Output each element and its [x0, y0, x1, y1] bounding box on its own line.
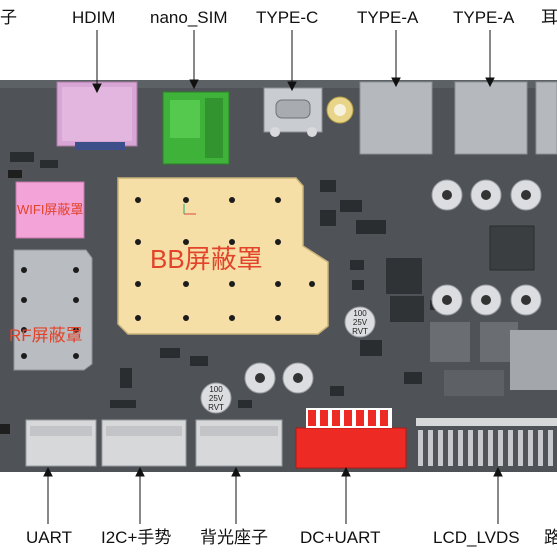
dc-uart-connector	[295, 408, 407, 469]
label-hdim: HDIM	[72, 8, 116, 27]
capacitor	[244, 362, 276, 394]
capacitor-marking: RVT	[208, 403, 224, 412]
bb-shield-label: BB屏蔽罩	[150, 244, 263, 274]
lcd-lvds-connector	[416, 418, 557, 466]
type-c-connector	[263, 87, 323, 137]
capacitor-marking: 25V	[353, 318, 368, 327]
inductor	[430, 322, 470, 362]
bb-shield-holes	[135, 197, 315, 321]
nano-sim-holder	[162, 91, 230, 165]
capacitor	[470, 179, 502, 211]
label-dc-uart: DC+UART	[300, 528, 381, 547]
capacitor-marking: 100	[353, 309, 367, 318]
rf-shield-label: RF屏蔽罩	[9, 326, 83, 345]
capacitor	[510, 284, 542, 316]
label-lcd-lvds: LCD_LVDS	[433, 528, 520, 547]
label-type-a-1: TYPE-A	[357, 8, 419, 27]
pcb-top-edge	[0, 80, 557, 88]
capacitor-group	[200, 179, 542, 414]
capacitor-marking: 25V	[209, 394, 224, 403]
capacitor	[344, 306, 376, 338]
label-left-partial: 子	[0, 8, 17, 27]
bottom-leaders	[43, 466, 503, 524]
uart-connector	[25, 419, 97, 467]
top-leaders	[92, 30, 495, 94]
label-type-c: TYPE-C	[256, 8, 319, 27]
label-backlight: 背光座子	[200, 528, 268, 547]
bb-shield	[117, 177, 329, 335]
type-a-connector-2	[454, 81, 528, 155]
backlight-connector	[195, 419, 283, 467]
label-type-a-2: TYPE-A	[453, 8, 515, 27]
label-right-partial-bottom: 路	[544, 528, 557, 547]
i2c-connector	[101, 419, 187, 467]
label-right-partial: 耳	[541, 8, 557, 27]
capacitor	[510, 179, 542, 211]
rf-shield	[13, 249, 93, 371]
label-i2c: I2C+手势	[101, 528, 172, 547]
capacitor	[200, 382, 232, 414]
wifi-shield	[15, 181, 85, 239]
smd-components	[0, 152, 444, 434]
capacitor-marking: 100	[209, 385, 223, 394]
capacitor	[431, 284, 463, 316]
label-uart: UART	[26, 528, 72, 547]
capacitor	[431, 179, 463, 211]
capacitor	[282, 362, 314, 394]
capacitor	[470, 284, 502, 316]
ic-chip	[489, 225, 535, 271]
wifi-shield-label: WIFI屏蔽罩	[17, 202, 84, 217]
type-a-connector-1	[359, 81, 433, 155]
label-nano-sim: nano_SIM	[150, 8, 228, 27]
capacitor-marking: RVT	[352, 327, 368, 336]
